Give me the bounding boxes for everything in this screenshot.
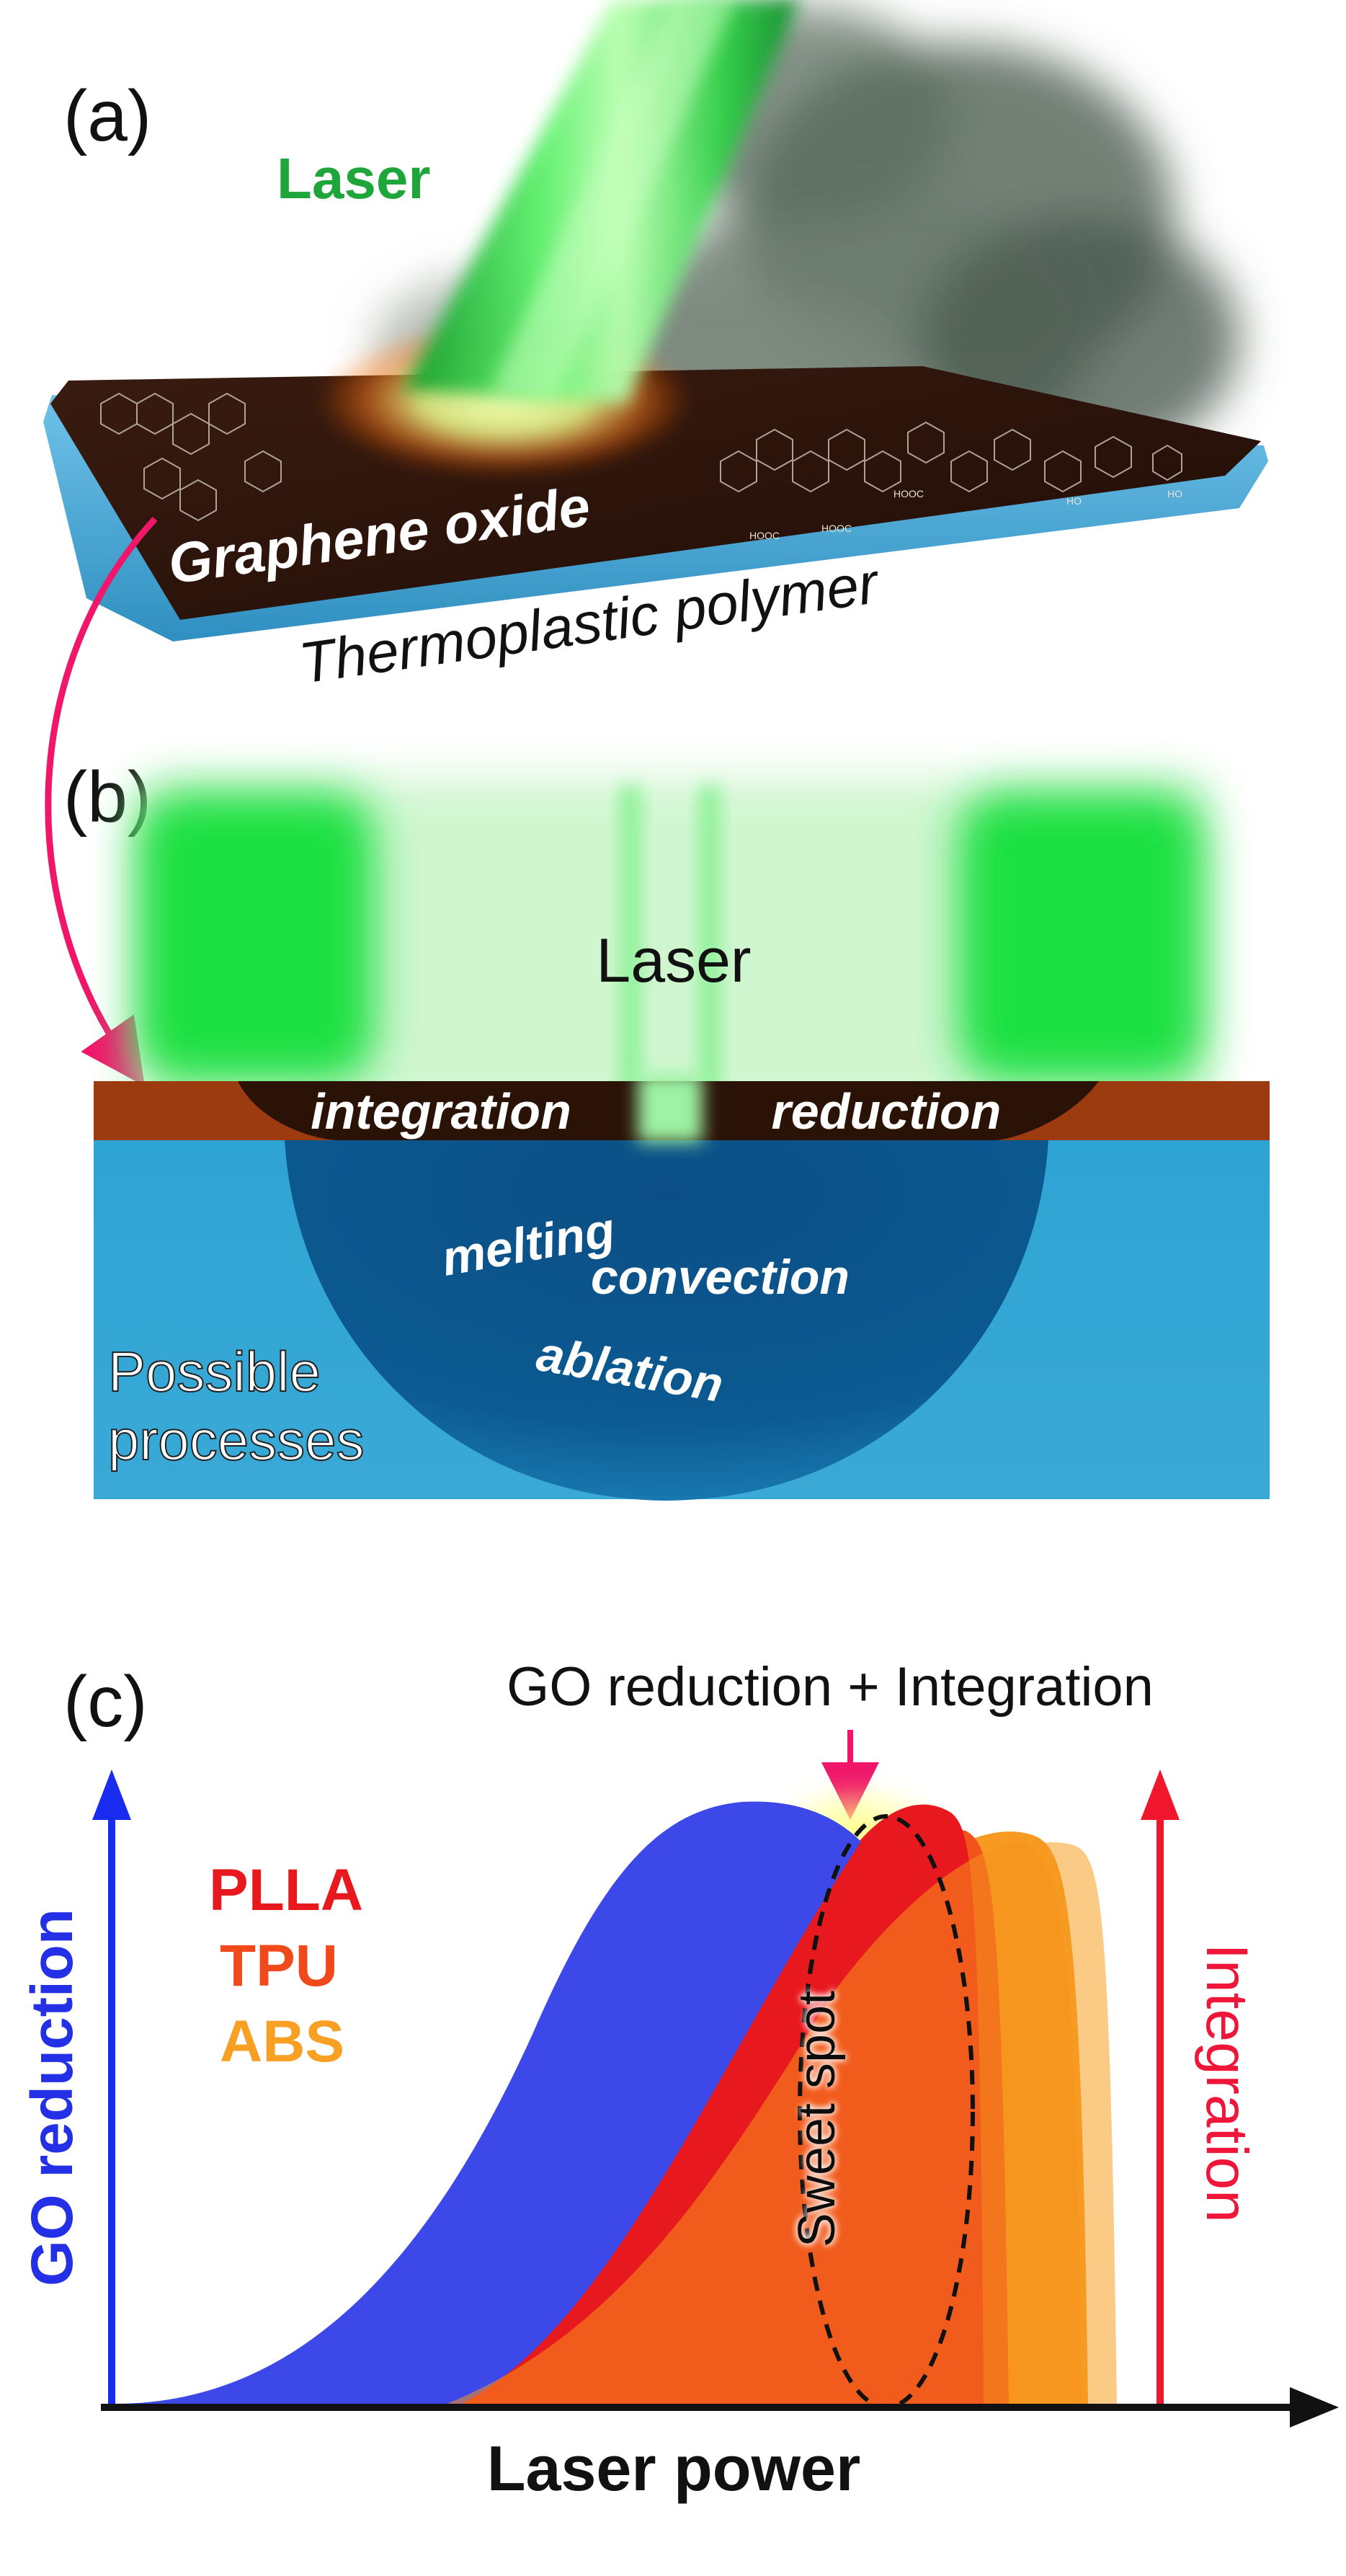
laser-field-b [137, 778, 1211, 1117]
panel-c: (c) GO reduction + Integration Sweet spo… [19, 1656, 1339, 2504]
panel-b: (b) Laser integration reduction melting … [63, 757, 1270, 1501]
svg-text:HOOC: HOOC [893, 488, 924, 499]
svg-text:HOOC: HOOC [749, 530, 780, 541]
possible-label: Possible [108, 1340, 321, 1403]
abs-foreground [447, 1842, 1081, 2404]
go-reduction-curve [115, 1801, 861, 2404]
legend-plla: PLLA [209, 1857, 363, 1923]
panel-a-label: (a) [63, 76, 151, 156]
curves [115, 1801, 1117, 2404]
svg-text:HO: HO [1066, 495, 1082, 507]
melt-pool [285, 1139, 1048, 1501]
legend-abs: ABS [220, 2009, 344, 2074]
central-beam [638, 1074, 703, 1142]
panel-a: (a) [43, 0, 1268, 696]
molecule-tags: HOOC HOOC HOOC HO HO [749, 488, 1182, 541]
right-y-axis-arrowhead [1141, 1769, 1180, 1820]
y-right-label: Integration [1194, 1943, 1260, 2223]
laser-label-a: Laser [277, 146, 430, 210]
sweet-spot-label: Sweet spot [788, 1991, 846, 2247]
y-left-label: GO reduction [19, 1909, 85, 2286]
processes-label: processes [108, 1408, 365, 1472]
panel-b-label: (b) [63, 757, 151, 838]
reduction-label: reduction [772, 1083, 1002, 1140]
laser-label-b: Laser [596, 926, 751, 995]
left-y-axis-arrowhead [92, 1769, 131, 1820]
laser-beam-a [404, 0, 800, 404]
legend-tpu: TPU [220, 1933, 338, 1999]
svg-text:HOOC: HOOC [821, 523, 852, 534]
x-axis-label: Laser power [487, 2433, 860, 2504]
molecular-network [100, 392, 1182, 522]
x-axis-arrowhead [1290, 2387, 1339, 2428]
convection-label: convection [591, 1250, 850, 1305]
svg-text:HO: HO [1167, 488, 1182, 499]
integration-label: integration [311, 1083, 571, 1140]
zoom-connector-arrow [45, 516, 158, 1086]
chart-title: GO reduction + Integration [507, 1656, 1154, 1718]
panel-c-label: (c) [63, 1661, 148, 1742]
legend: PLLA TPU ABS [209, 1857, 363, 2074]
